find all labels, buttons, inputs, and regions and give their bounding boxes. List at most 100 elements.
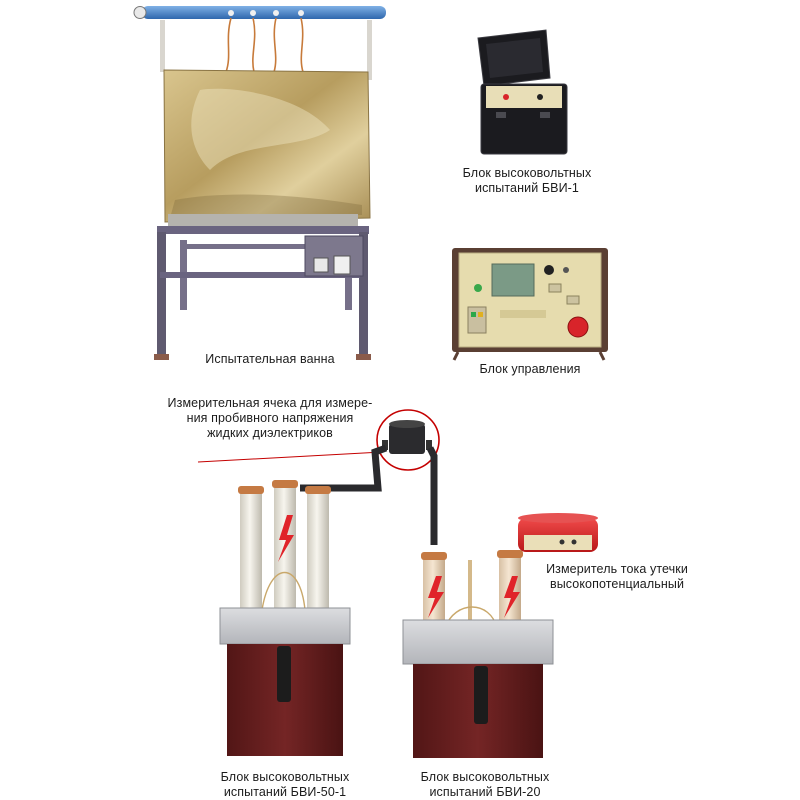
discharge-rod xyxy=(468,560,472,630)
bath-leg xyxy=(345,260,352,310)
meter-jack xyxy=(571,539,577,545)
caption-line: испытаний БВИ-20 xyxy=(429,785,541,799)
control-foot xyxy=(598,351,606,361)
panel-support xyxy=(160,20,165,72)
bath-crossbar xyxy=(160,272,360,278)
unit-cover xyxy=(219,607,351,645)
rail-knob xyxy=(228,10,234,16)
caption-line: Блок высоковольтных xyxy=(420,770,550,784)
bvi50-unit xyxy=(219,480,351,756)
case-latch xyxy=(540,112,550,118)
bath-top-bar xyxy=(157,226,369,234)
insulator-column xyxy=(307,492,329,610)
caption-line: Блок высоковольтных xyxy=(462,166,592,180)
blue-rail xyxy=(142,6,386,19)
caption-test-bath: Испытательная ванна xyxy=(180,352,360,367)
bvi1-case xyxy=(477,29,568,155)
rail-end-cap xyxy=(133,6,147,19)
emergency-stop-button xyxy=(567,316,589,338)
insulator-cap xyxy=(305,486,331,494)
caption-line: ния пробивного напряжения xyxy=(186,411,354,425)
high-voltage-bolt xyxy=(278,515,294,562)
small-knob xyxy=(563,267,569,273)
caption-measuring-cell: Измерительная ячека для измере- ния проб… xyxy=(150,396,390,441)
terminal-dark xyxy=(537,94,543,100)
meter-jack xyxy=(559,539,565,545)
lid-inner xyxy=(486,38,543,78)
yellow-button xyxy=(478,312,483,317)
cell-clamp xyxy=(426,440,432,450)
case-latch xyxy=(496,112,506,118)
panel-support xyxy=(367,20,372,80)
caption-line: испытаний БВИ-50-1 xyxy=(223,785,347,799)
bath-leg xyxy=(157,232,166,357)
caption-bvi50: Блок высоковольтных испытаний БВИ-50-1 xyxy=(195,770,375,800)
bath-crossbar xyxy=(185,244,315,249)
bath-foot xyxy=(356,354,371,360)
caption-line: Испытательная ванна xyxy=(205,352,335,366)
electrode-wire xyxy=(273,17,277,73)
callout-circle xyxy=(376,409,440,471)
cabinet-handle xyxy=(277,646,291,702)
control-foot xyxy=(452,351,460,361)
discharge-wire xyxy=(261,571,306,611)
caption-leak-meter: Измеритель тока утечки высокопотенциальн… xyxy=(512,562,722,592)
control-label-plate xyxy=(500,310,546,318)
high-voltage-bolt xyxy=(504,576,520,618)
meter-panel xyxy=(524,535,592,550)
bath-foot xyxy=(154,354,169,360)
electrode-wire xyxy=(300,17,304,73)
unit-cover xyxy=(402,619,554,665)
caption-line: Блок высоковольтных xyxy=(220,770,350,784)
hv-cable xyxy=(300,444,388,492)
caption-line: Блок управления xyxy=(479,362,581,376)
caption-line: Измерительная ячека для измере- xyxy=(167,396,373,410)
measuring-cell xyxy=(300,420,438,545)
control-key xyxy=(566,295,580,305)
insulator-cap xyxy=(238,486,264,494)
bvi20-unit xyxy=(402,550,554,758)
cabinet-handle xyxy=(474,666,488,724)
insulator-cap xyxy=(497,550,523,558)
case-front-panel xyxy=(486,86,562,108)
rail-knob xyxy=(250,10,256,16)
caption-bvi20: Блок высоковольтных испытаний БВИ-20 xyxy=(395,770,575,800)
cell-clamp xyxy=(382,440,388,450)
electrode-wire xyxy=(225,17,232,73)
rail-knob xyxy=(273,10,279,16)
panel-reflection xyxy=(170,194,362,218)
terminal-red xyxy=(503,94,509,100)
high-voltage-bolt xyxy=(428,576,444,618)
green-button xyxy=(471,312,476,317)
button-block xyxy=(467,306,487,334)
caption-line: Измеритель тока утечки xyxy=(546,562,688,576)
insulator-cap xyxy=(421,552,447,560)
bath-tray xyxy=(168,214,358,226)
caption-line: испытаний БВИ-1 xyxy=(474,181,579,195)
lcd-display xyxy=(491,263,535,297)
control-knob xyxy=(544,265,554,275)
measuring-cell-callout xyxy=(197,409,440,471)
caption-bvi1: Блок высоковольтных испытаний БВИ-1 xyxy=(432,166,622,196)
bath-leg xyxy=(359,232,368,357)
power-indicator xyxy=(474,284,482,292)
caption-line: жидких диэлектриков xyxy=(207,426,333,440)
caption-line: высокопотенциальный xyxy=(549,577,685,591)
meter-top xyxy=(518,513,598,523)
insulator-column xyxy=(240,492,262,610)
rail-knob xyxy=(298,10,304,16)
bath-panel xyxy=(163,69,371,223)
caption-control-unit: Блок управления xyxy=(440,362,620,377)
leak-current-meter xyxy=(518,513,598,552)
cell-top xyxy=(389,420,425,428)
electrode-wire xyxy=(252,17,256,73)
socket-outlet xyxy=(313,257,329,273)
circuit-breaker xyxy=(333,255,351,275)
hv-cable xyxy=(426,446,438,545)
test-bath xyxy=(133,6,386,360)
cell-body xyxy=(389,424,425,454)
callout-line xyxy=(197,451,384,463)
control-unit xyxy=(452,248,608,361)
panel-reflection xyxy=(191,88,330,170)
